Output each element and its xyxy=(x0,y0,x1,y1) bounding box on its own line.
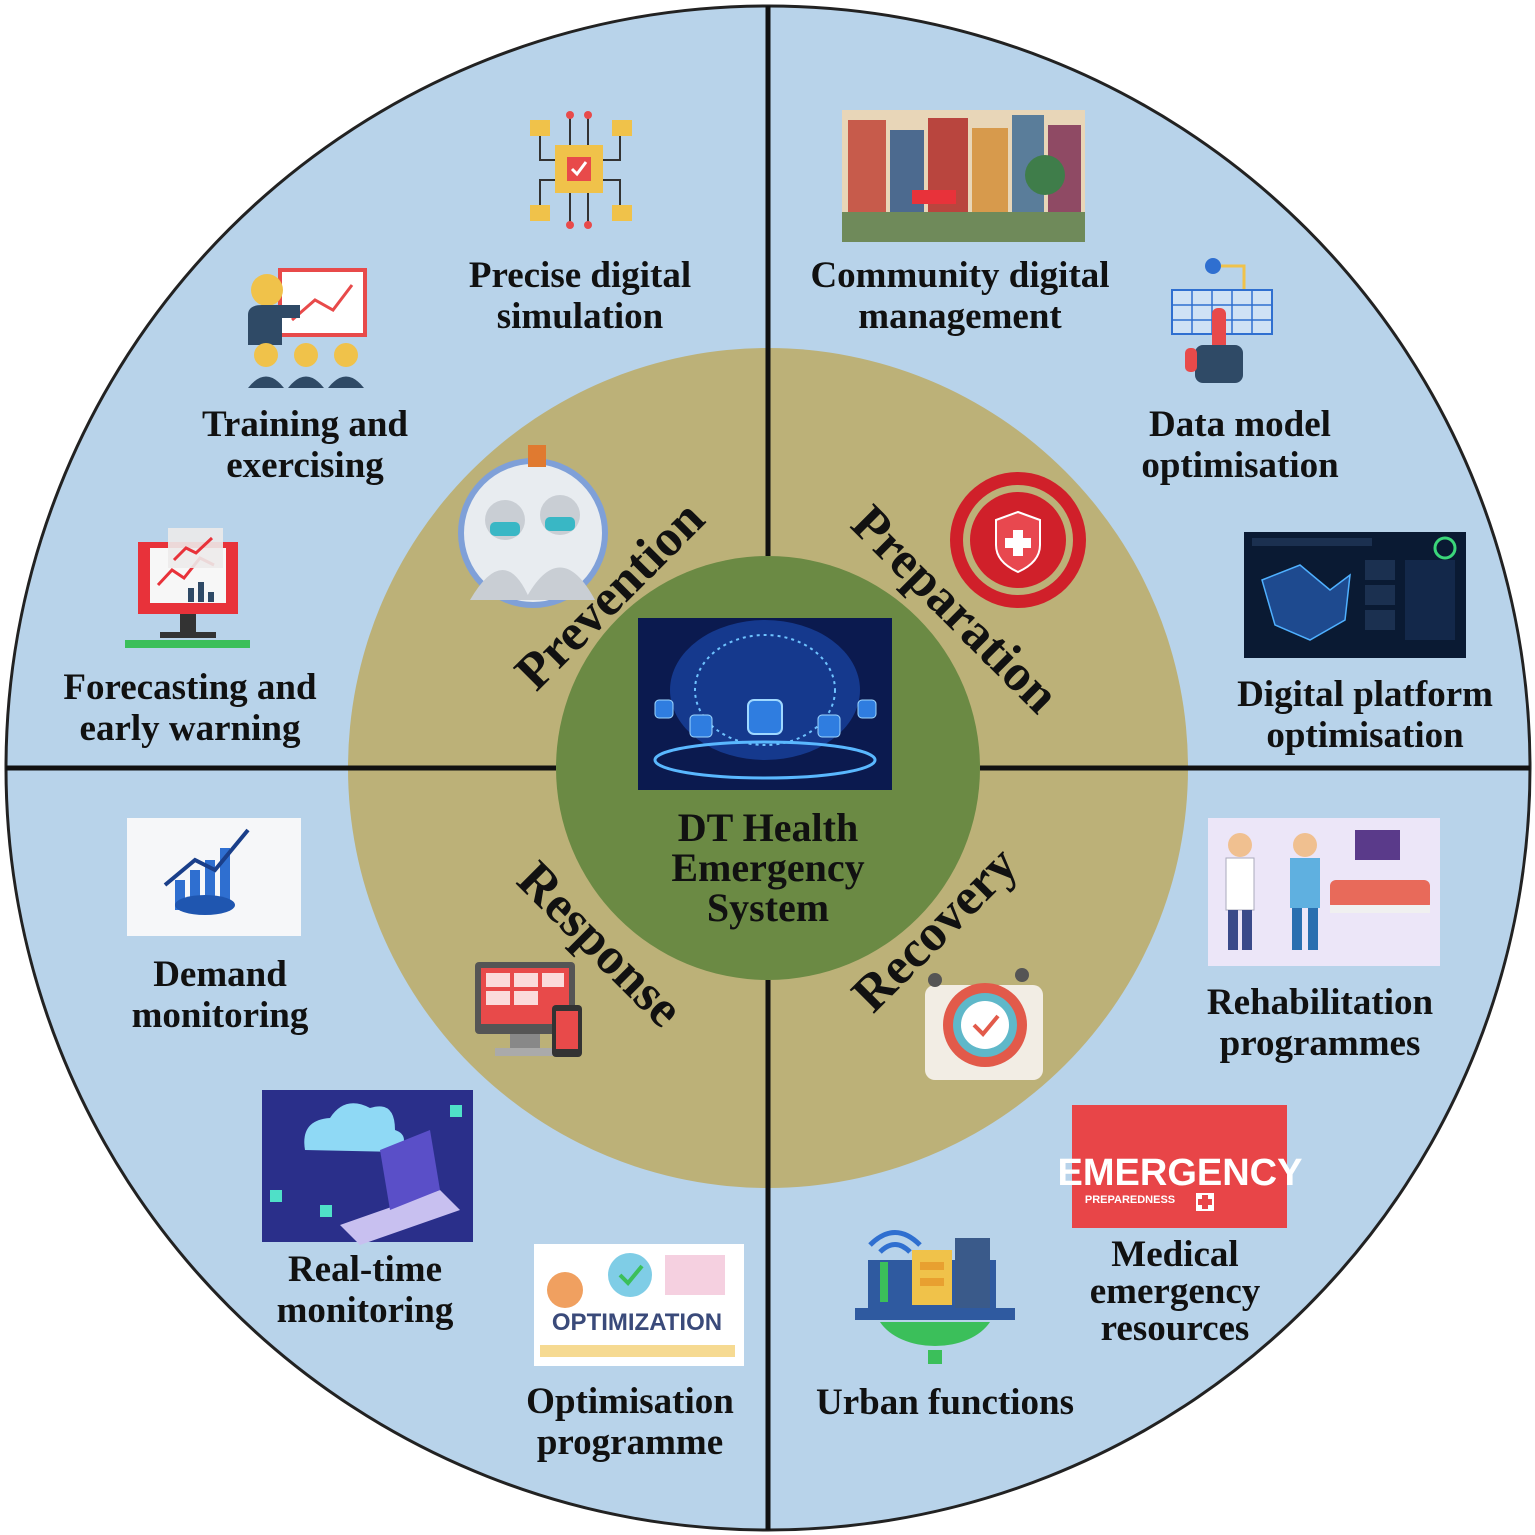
center-system-title: DT Health Emergency System xyxy=(618,808,918,928)
label-optimisation-programme: Optimisation programme xyxy=(500,1381,760,1463)
label-line: Data model xyxy=(1149,404,1331,445)
center-title-line: DT Health xyxy=(677,805,859,850)
label-rehabilitation-programmes: Rehabilitation programmes xyxy=(1180,982,1460,1064)
label-line: programme xyxy=(536,1421,724,1463)
label-line: Medical xyxy=(1111,1234,1239,1275)
community-street-image xyxy=(842,110,1085,242)
label-training-exercising: Training and exercising xyxy=(160,404,450,486)
preparedness-image-text: PREPAREDNESS xyxy=(1085,1194,1175,1206)
label-line: Urban functions xyxy=(815,1382,1075,1423)
emergency-image-text: EMERGENCY xyxy=(1058,1152,1303,1194)
label-line: Precise digital xyxy=(468,255,692,296)
label-urban-functions: Urban functions xyxy=(790,1382,1100,1424)
label-line: management xyxy=(858,295,1062,337)
label-line: exercising xyxy=(226,444,384,486)
label-line: Rehabilitation xyxy=(1206,982,1434,1023)
label-line: Community digital xyxy=(810,255,1110,296)
label-digital-platform-optimisation: Digital platform optimisation xyxy=(1215,674,1515,756)
label-line: Demand xyxy=(153,954,287,995)
label-real-time-monitoring: Real-time monitoring xyxy=(245,1249,485,1331)
dashboard-clock-icon xyxy=(925,968,1043,1080)
label-community-digital-management: Community digital management xyxy=(790,255,1130,337)
label-line: Optimisation xyxy=(526,1381,734,1422)
forecast-monitor-icon xyxy=(125,528,250,648)
emergency-poster-image: EMERGENCY PREPAREDNESS xyxy=(1058,1105,1303,1228)
computer-phone-icon xyxy=(475,962,582,1057)
label-forecasting-early-warning: Forecasting and early warning xyxy=(30,667,350,749)
presenter-training-icon xyxy=(248,268,367,388)
label-demand-monitoring: Demand monitoring xyxy=(100,954,340,1036)
center-title-line: Emergency xyxy=(671,845,865,890)
label-medical-emergency-resources: Medical emergency resources xyxy=(1060,1236,1290,1347)
optimization-image-text: OPTIMIZATION xyxy=(552,1309,722,1336)
label-line: Training and xyxy=(202,404,408,445)
optimization-illustration-image: OPTIMIZATION xyxy=(534,1244,744,1366)
circuit-board-icon xyxy=(530,111,632,229)
label-line: simulation xyxy=(496,295,664,337)
urban-gear-icon xyxy=(855,1230,1015,1364)
label-line: monitoring xyxy=(131,994,309,1036)
label-precise-digital-simulation: Precise digital simulation xyxy=(425,255,735,337)
label-data-model-optimisation: Data model optimisation xyxy=(1110,404,1370,486)
label-line: Forecasting and xyxy=(63,667,317,708)
label-line: Digital platform xyxy=(1237,674,1493,715)
cloud-laptop-image xyxy=(262,1090,473,1245)
label-line: early warning xyxy=(79,707,301,749)
label-line: resources xyxy=(1100,1308,1250,1349)
masked-people-icon xyxy=(458,445,608,608)
label-line: programmes xyxy=(1219,1022,1421,1064)
data-model-hand-icon xyxy=(1171,258,1273,383)
label-line: optimisation xyxy=(1266,714,1464,756)
platform-dashboard-image xyxy=(1244,532,1466,658)
rehab-hospital-image xyxy=(1208,818,1440,966)
label-line: optimisation xyxy=(1141,444,1339,486)
label-line: emergency xyxy=(1089,1271,1261,1312)
center-title-line: System xyxy=(706,885,830,930)
demand-chart-image xyxy=(127,818,301,936)
label-line: Real-time xyxy=(287,1249,443,1290)
digital-globe-image xyxy=(638,618,892,790)
shield-target-icon xyxy=(950,472,1086,608)
label-line: monitoring xyxy=(276,1289,454,1331)
